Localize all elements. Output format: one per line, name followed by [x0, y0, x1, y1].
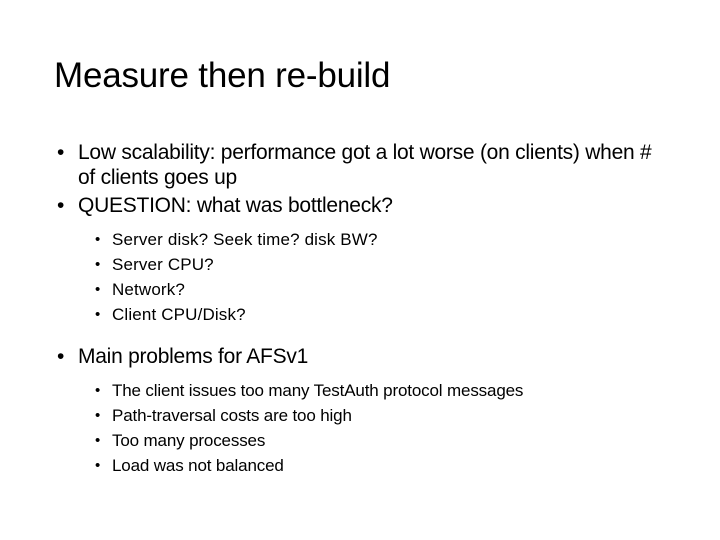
bullet-icon: • — [95, 432, 101, 449]
list-item: • The client issues too many TestAuth pr… — [0, 378, 720, 403]
list-item: • QUESTION: what was bottleneck? — [0, 193, 720, 218]
bullet-icon: • — [57, 345, 65, 368]
spacer — [0, 327, 720, 344]
list-item-label: Client CPU/Disk? — [112, 305, 246, 324]
list-item: • Server disk? Seek time? disk BW? — [0, 227, 720, 252]
list-item: • Too many processes — [0, 428, 720, 453]
list-item-label: Path-traversal costs are too high — [112, 406, 352, 425]
list-item: • Main problems for AFSv1 — [0, 344, 720, 369]
page-title: Measure then re-build — [54, 56, 391, 95]
bullet-icon: • — [95, 256, 101, 273]
list-item-label: Load was not balanced — [112, 456, 284, 475]
spacer — [0, 369, 720, 378]
list-item: • Network? — [0, 277, 720, 302]
bullet-icon: • — [57, 141, 65, 164]
bullet-list-level1: • Low scalability: performance got a lot… — [0, 140, 720, 478]
slide-body: • Low scalability: performance got a lot… — [0, 140, 720, 478]
bullet-icon: • — [95, 457, 101, 474]
list-item-label: Network? — [112, 280, 186, 299]
bullet-icon: • — [95, 407, 101, 424]
bullet-icon: • — [95, 231, 101, 248]
bullet-icon: • — [57, 194, 65, 217]
list-item: • Path-traversal costs are too high — [0, 403, 720, 428]
list-item-label: Main problems for AFSv1 — [78, 345, 309, 368]
bullet-icon: • — [95, 382, 101, 399]
list-item: • Low scalability: performance got a lot… — [0, 140, 720, 190]
list-item-label: Too many processes — [112, 431, 266, 450]
bullet-list-level2-problems: • The client issues too many TestAuth pr… — [0, 378, 720, 478]
list-item-label: QUESTION: what was bottleneck? — [78, 194, 393, 217]
bullet-icon: • — [95, 281, 101, 298]
list-item-label: Server disk? Seek time? disk BW? — [112, 230, 378, 249]
spacer — [0, 218, 720, 227]
list-item-label: Server CPU? — [112, 255, 214, 274]
list-item: • Server CPU? — [0, 252, 720, 277]
bullet-list-level2-bottlenecks: • Server disk? Seek time? disk BW? • Ser… — [0, 227, 720, 327]
bullet-icon: • — [95, 306, 101, 323]
list-item: • Client CPU/Disk? — [0, 302, 720, 327]
list-item: • Load was not balanced — [0, 453, 720, 478]
list-item-label: The client issues too many TestAuth prot… — [112, 381, 524, 400]
list-item-label: Low scalability: performance got a lot w… — [78, 141, 652, 189]
